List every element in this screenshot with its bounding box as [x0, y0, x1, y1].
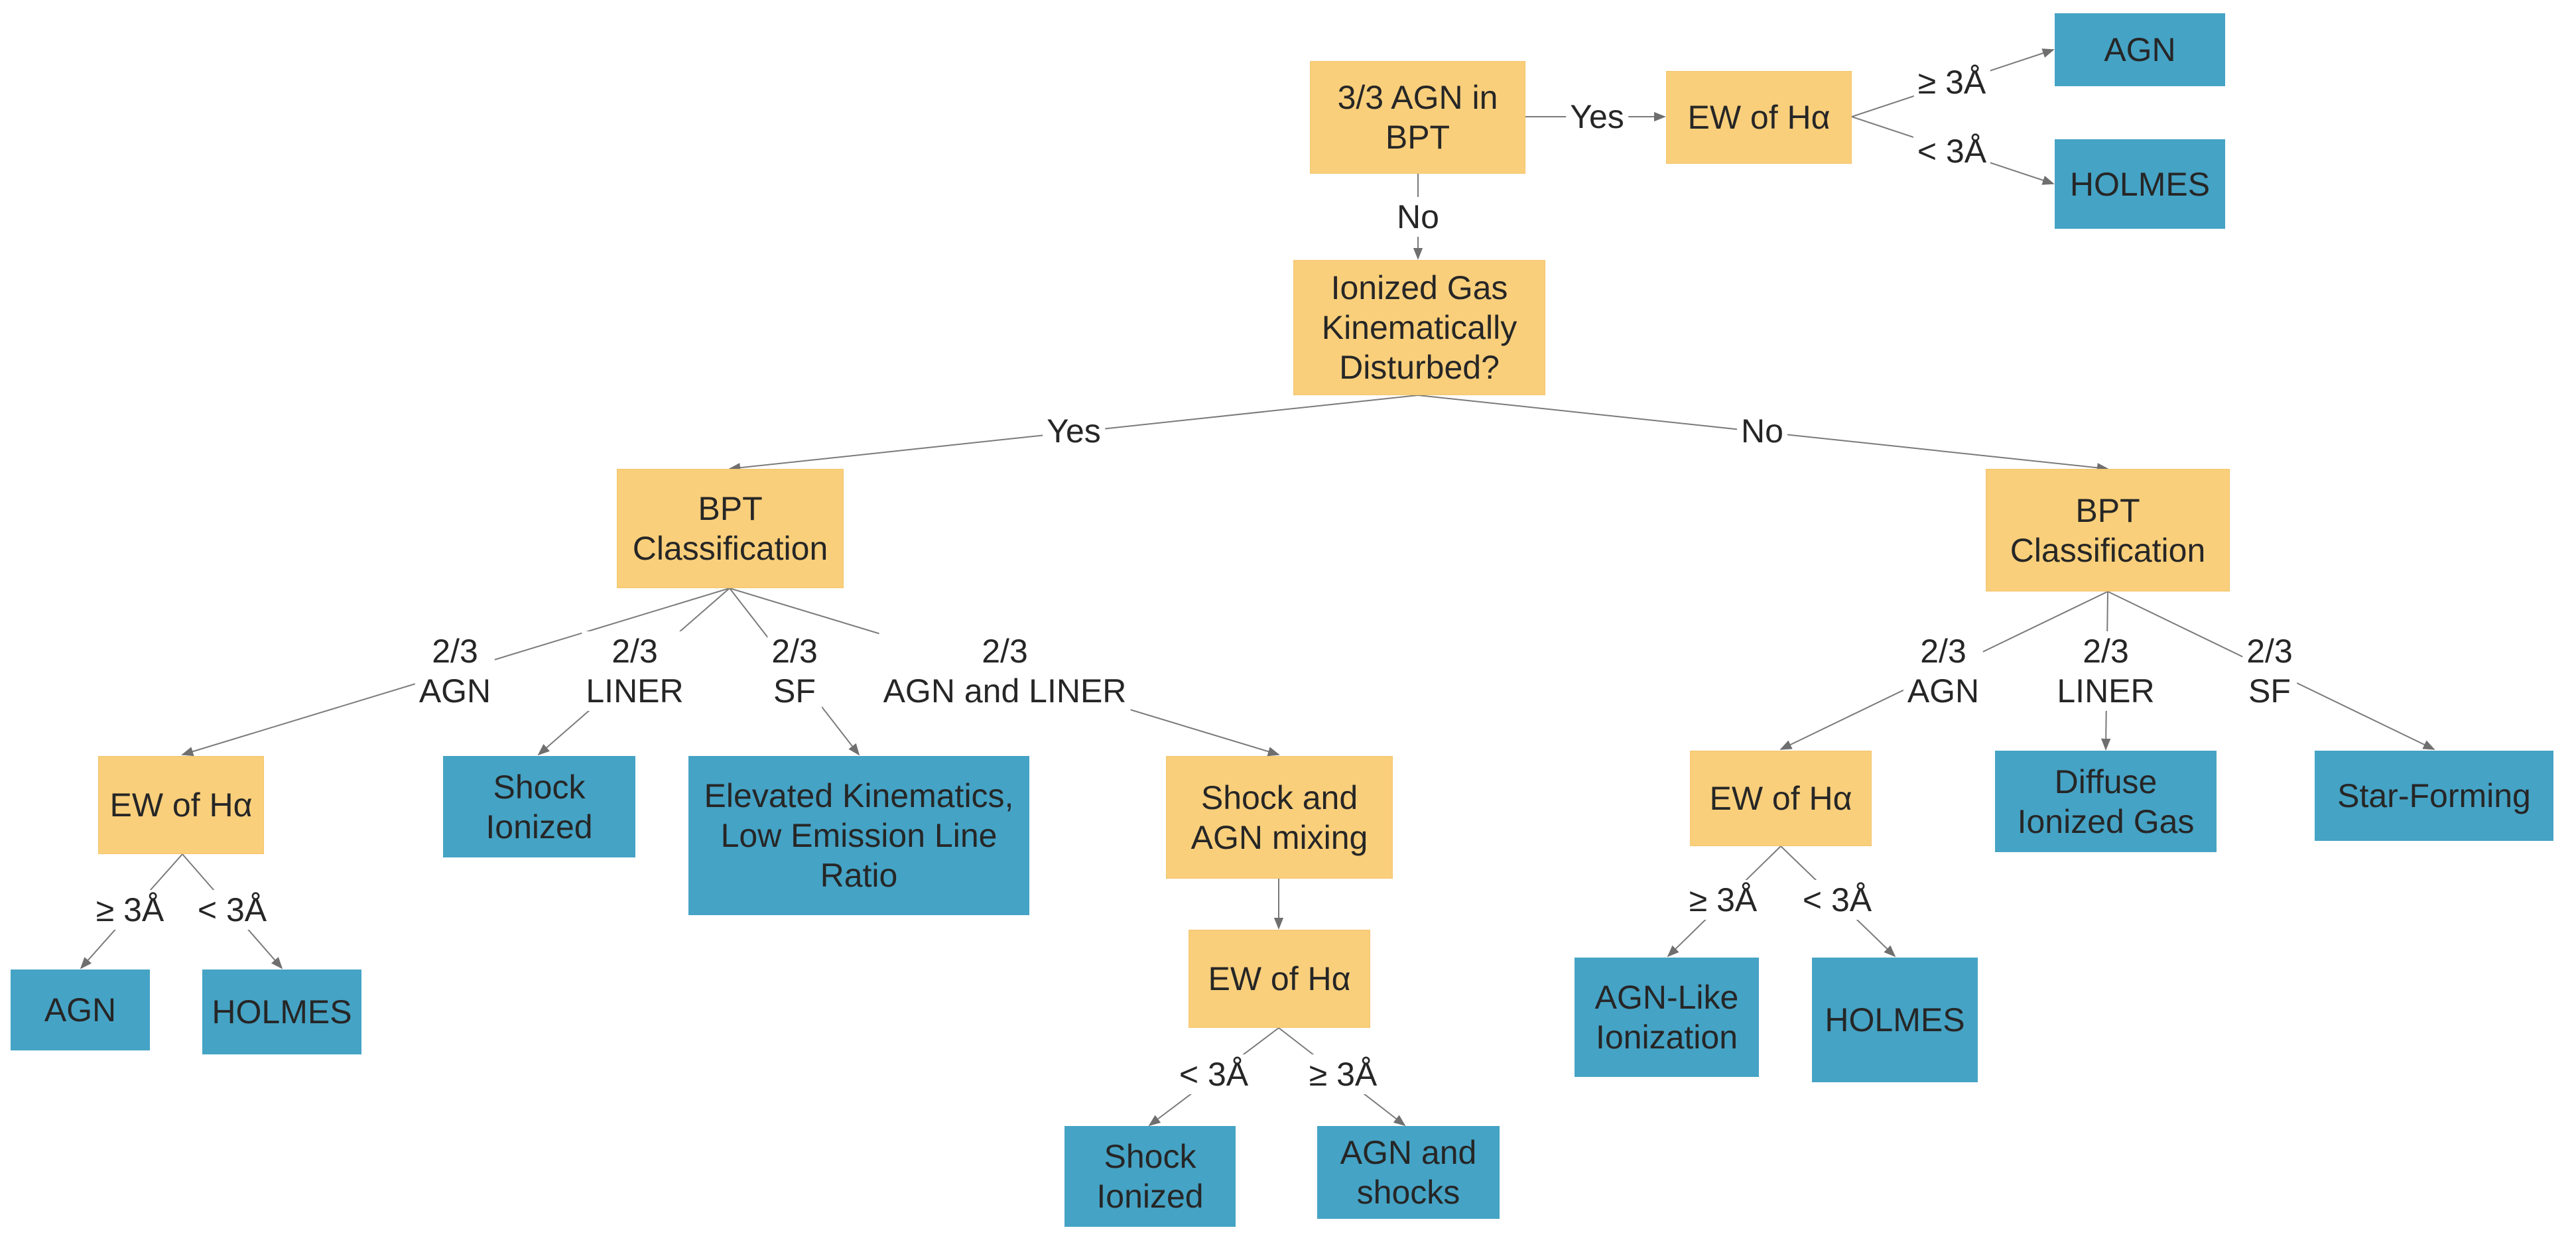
outcome-holmes-lower-left: HOLMES — [202, 970, 361, 1054]
node-ew-top: EW of Hα — [1666, 71, 1852, 164]
outcome-agn-and-shocks: AGN and shocks — [1317, 1126, 1500, 1219]
edge-label-no-root: No — [1393, 197, 1443, 237]
outcome-holmes-top: HOLMES — [2055, 139, 2225, 229]
outcome-shock-ionized-left: Shock Ionized — [443, 756, 635, 857]
node-ew-right: EW of Hα — [1690, 751, 1872, 846]
node-bpt-left: BPT Classification — [617, 469, 844, 588]
edge-label-lt-3a-top: < 3Å — [1913, 131, 1991, 171]
node-bpt-right: BPT Classification — [1986, 469, 2230, 592]
edge-label-yes-top: Yes — [1566, 97, 1628, 137]
edge-label-left-2-3-agn-liner: 2/3 AGN and LINER — [879, 631, 1131, 711]
edge-label-no-kinematics: No — [1737, 411, 1787, 451]
outcome-diffuse-ionized-gas: Diffuse Ionized Gas — [1995, 751, 2217, 852]
edge-label-left-2-3-agn: 2/3 AGN — [415, 631, 495, 711]
node-kinematics-question: Ionized Gas Kinematically Disturbed? — [1293, 260, 1545, 395]
edge-label-right-2-3-agn: 2/3 AGN — [1903, 631, 1984, 711]
edge-label-lower-left-ge-3a: ≥ 3Å — [92, 890, 168, 930]
node-ew-mixing: EW of Hα — [1189, 930, 1370, 1028]
node-shock-agn-mixing: Shock and AGN mixing — [1166, 756, 1393, 879]
edge-label-right-2-3-sf: 2/3 SF — [2242, 631, 2297, 711]
outcome-shock-ionized-mixing: Shock Ionized — [1064, 1126, 1236, 1227]
edge-label-lower-left-lt-3a: < 3Å — [193, 890, 271, 930]
outcome-elevated-kinematics: Elevated Kinematics, Low Emission Line R… — [688, 756, 1029, 915]
outcome-star-forming: Star-Forming — [2315, 751, 2553, 841]
edge-label-mixing-ge-3a: ≥ 3Å — [1305, 1054, 1382, 1094]
edge-label-left-2-3-liner: 2/3 LINER — [582, 631, 688, 711]
edge-label-right-ge-3a: ≥ 3Å — [1685, 880, 1762, 920]
outcome-agn-lower-left: AGN — [11, 970, 150, 1050]
edge-label-yes-kinematics: Yes — [1043, 411, 1105, 451]
outcome-holmes-right: HOLMES — [1812, 958, 1978, 1082]
edge-label-right-lt-3a: < 3Å — [1798, 880, 1876, 920]
outcome-agn-top: AGN — [2055, 13, 2225, 86]
outcome-agn-like-ionization: AGN-Like Ionization — [1575, 958, 1759, 1077]
edge-label-left-2-3-sf: 2/3 SF — [767, 631, 822, 711]
node-root-question: 3/3 AGN in BPT — [1310, 61, 1525, 174]
edge-label-right-2-3-liner: 2/3 LINER — [2053, 631, 2159, 711]
edge-label-ge-3a-top: ≥ 3Å — [1913, 62, 1990, 102]
edge-label-mixing-lt-3a: < 3Å — [1175, 1054, 1253, 1094]
node-ew-lower-left: EW of Hα — [98, 756, 264, 854]
